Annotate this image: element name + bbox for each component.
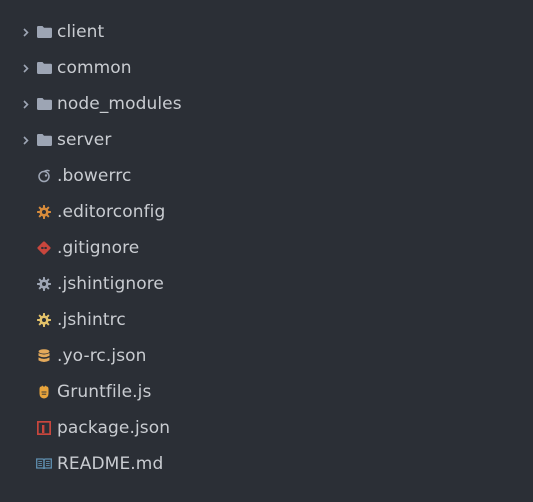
bower-icon [35, 158, 53, 194]
database-icon [35, 338, 53, 374]
chevron-right-icon[interactable] [21, 122, 31, 158]
file-row-gitignore[interactable]: .gitignore [0, 230, 533, 266]
file-label: README.md [57, 454, 164, 474]
folder-icon [35, 50, 53, 86]
gear-icon [35, 302, 53, 338]
chevron-right-icon[interactable] [21, 86, 31, 122]
folder-row-server[interactable]: server [0, 122, 533, 158]
file-label: package.json [57, 418, 171, 438]
file-label: .jshintignore [57, 274, 164, 294]
file-label: .editorconfig [57, 202, 166, 222]
folder-row-node-modules[interactable]: node_modules [0, 86, 533, 122]
folder-row-client[interactable]: client [0, 14, 533, 50]
file-row-gruntfile[interactable]: Gruntfile.js [0, 374, 533, 410]
folder-icon [35, 122, 53, 158]
file-row-package-json[interactable]: package.json [0, 410, 533, 446]
folder-label: common [57, 58, 132, 78]
file-label: Gruntfile.js [57, 382, 152, 402]
folder-icon [35, 86, 53, 122]
npm-icon [35, 410, 53, 446]
gear-icon [35, 194, 53, 230]
file-row-jshintrc[interactable]: .jshintrc [0, 302, 533, 338]
book-icon [35, 446, 53, 482]
file-row-yo-rc-json[interactable]: .yo-rc.json [0, 338, 533, 374]
file-label: .jshintrc [57, 310, 126, 330]
file-row-bowerrc[interactable]: .bowerrc [0, 158, 533, 194]
folder-label: server [57, 130, 112, 150]
file-label: .yo-rc.json [57, 346, 147, 366]
file-label: .gitignore [57, 238, 140, 258]
file-row-jshintignore[interactable]: .jshintignore [0, 266, 533, 302]
file-label: .bowerrc [57, 166, 132, 186]
gear-icon [35, 266, 53, 302]
folder-label: client [57, 22, 105, 42]
folder-label: node_modules [57, 94, 182, 114]
folder-row-common[interactable]: common [0, 50, 533, 86]
folder-icon [35, 14, 53, 50]
chevron-right-icon[interactable] [21, 50, 31, 86]
git-icon [35, 230, 53, 266]
file-row-editorconfig[interactable]: .editorconfig [0, 194, 533, 230]
grunt-icon [35, 374, 53, 410]
chevron-right-icon[interactable] [21, 14, 31, 50]
file-row-readme[interactable]: README.md [0, 446, 533, 482]
